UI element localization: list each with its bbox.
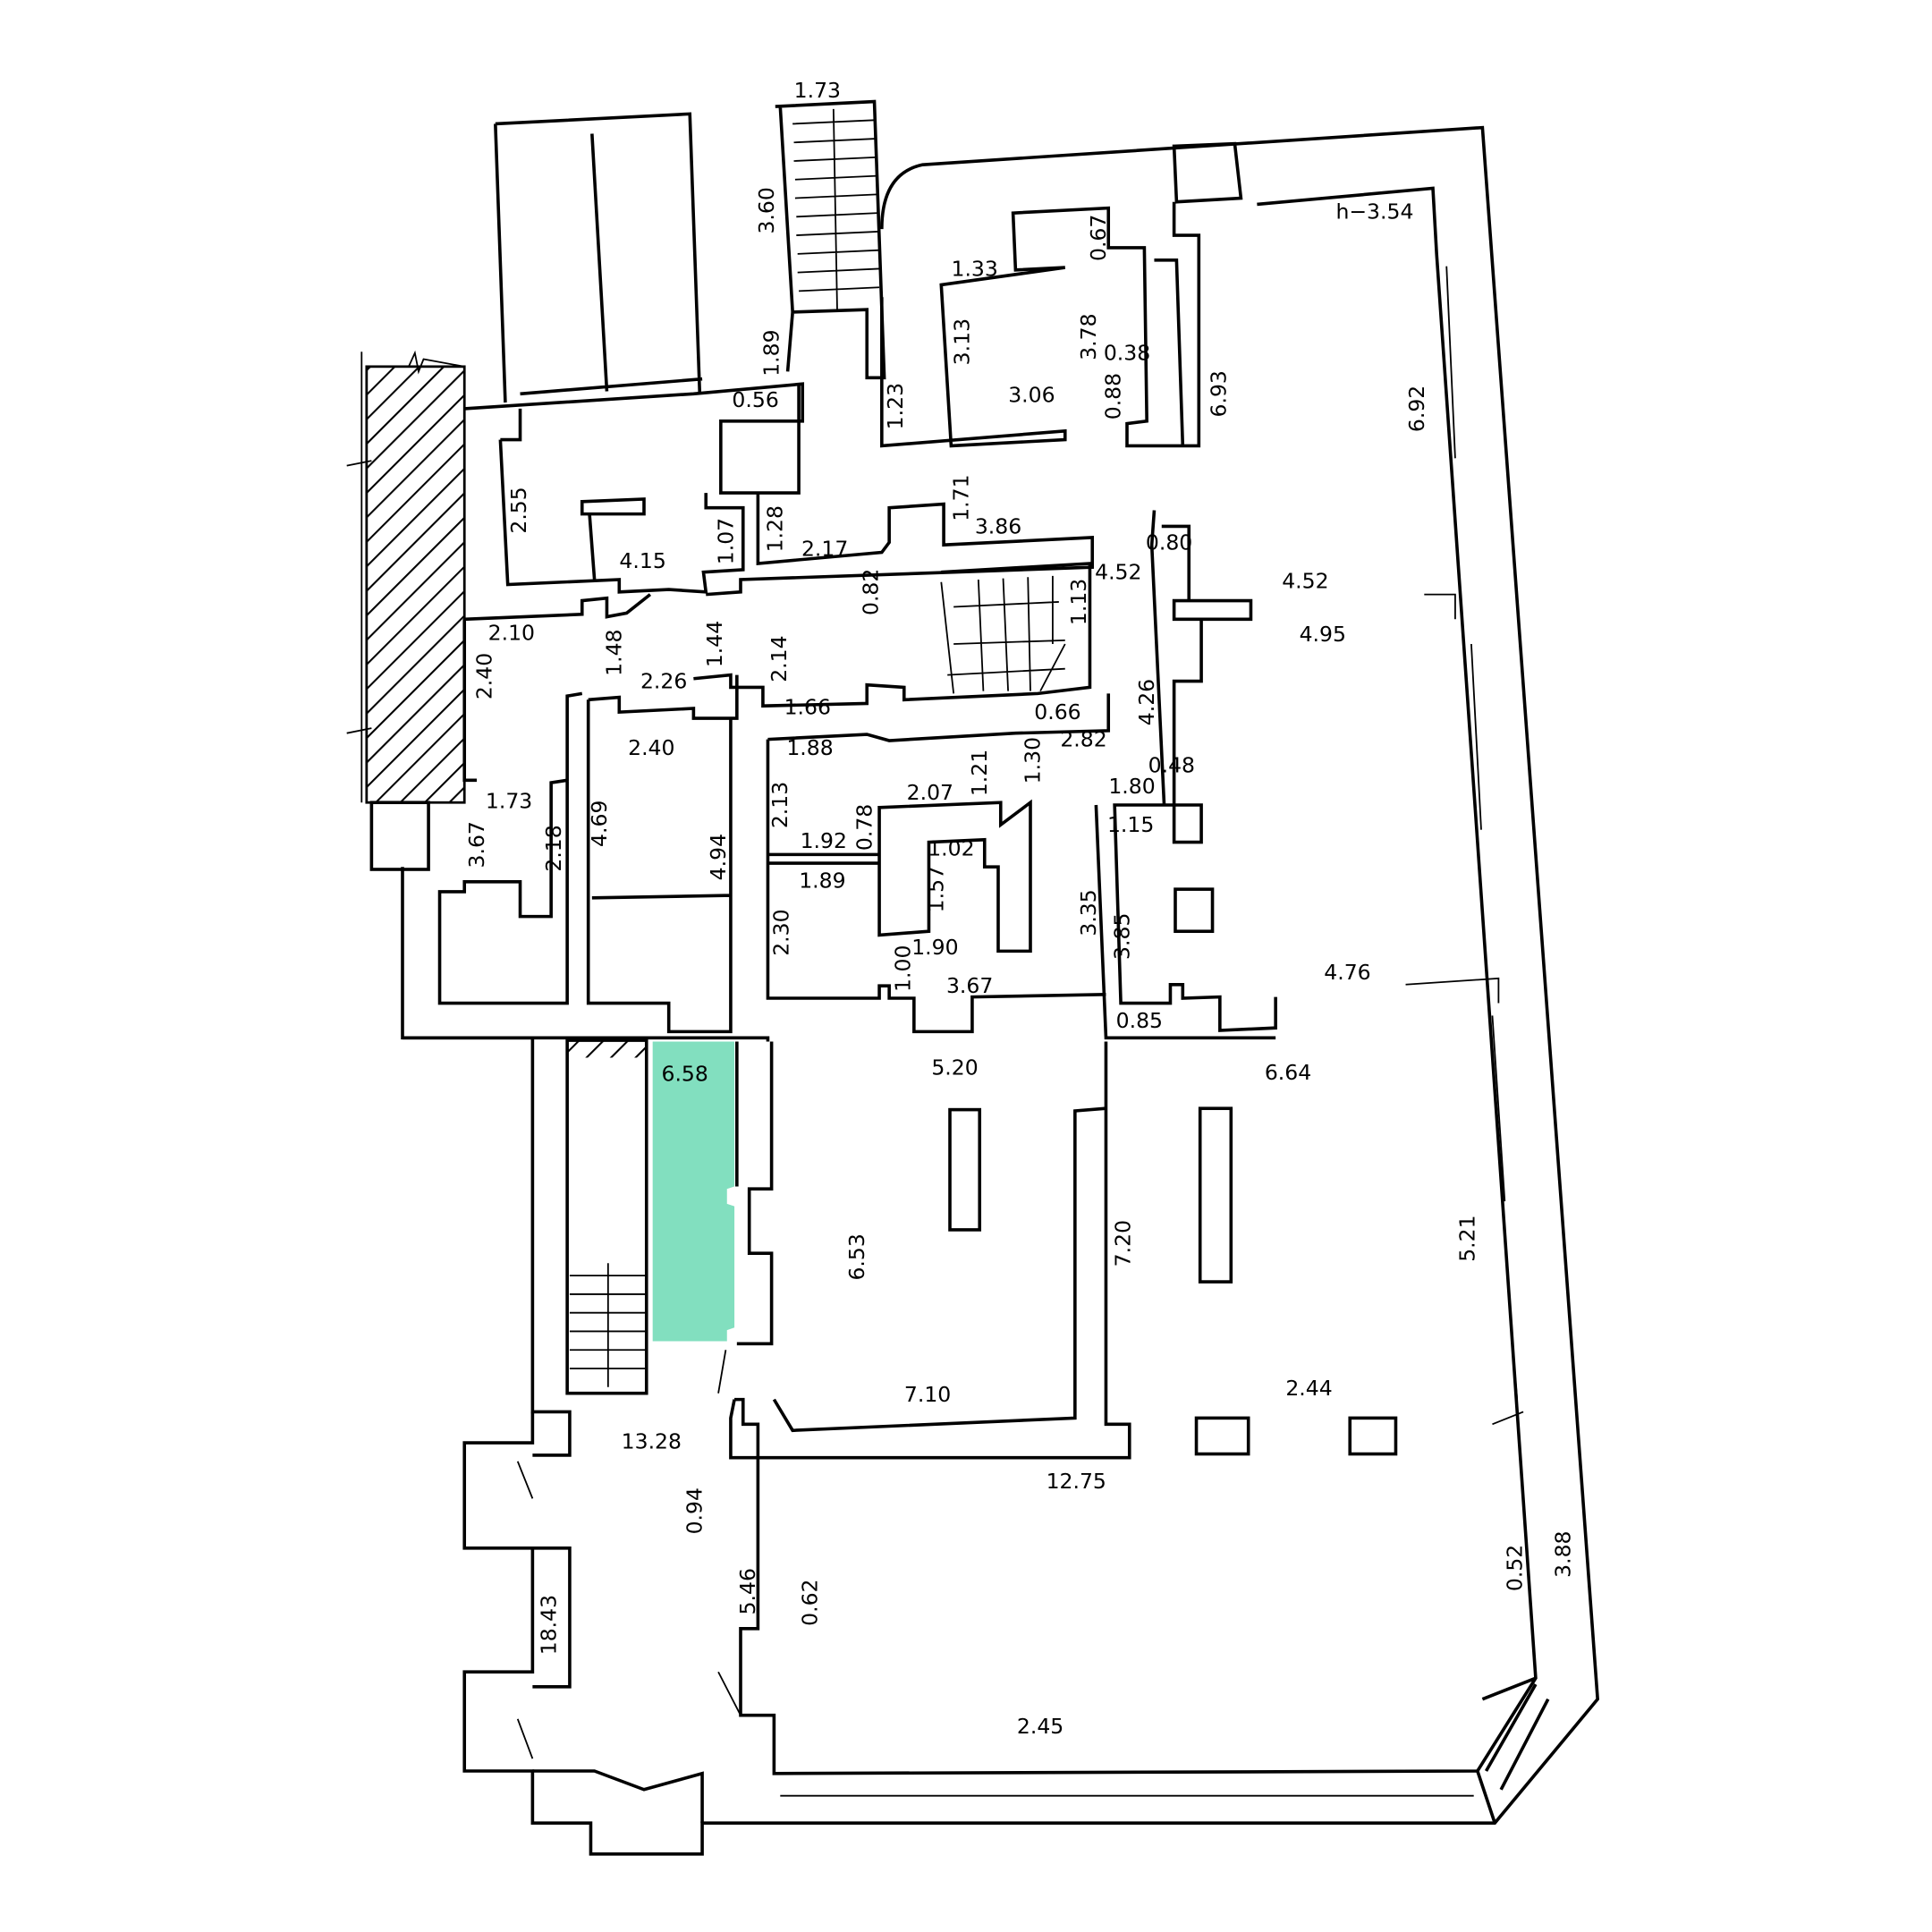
dim-label: 4.52 <box>1282 568 1328 593</box>
dim-label: 1.88 <box>786 735 833 760</box>
dim-label: 1.73 <box>486 789 532 814</box>
dim-label: 5.20 <box>931 1055 978 1080</box>
dim-label: 0.38 <box>1104 340 1150 365</box>
dimension-labels: 1.73 3.60 1.89 0.56 1.23 1.33 0.67 3.13 … <box>464 78 1575 1739</box>
dim-label: 2.44 <box>1285 1376 1332 1401</box>
dim-label: 1.71 <box>948 474 973 521</box>
dim-label: 3.60 <box>754 187 779 233</box>
dim-label: 2.17 <box>801 536 848 561</box>
dim-label: 6.93 <box>1206 370 1231 417</box>
dim-label: 1.48 <box>602 630 627 676</box>
dim-label: 1.21 <box>967 750 992 796</box>
dim-label: 1.89 <box>759 329 784 376</box>
dim-label: 2.26 <box>640 668 687 693</box>
dim-label: 0.67 <box>1086 215 1111 261</box>
dim-label: 1.02 <box>928 835 974 860</box>
dim-label: 1.80 <box>1108 774 1155 799</box>
dim-label: 0.94 <box>682 1487 708 1534</box>
dim-label: 3.35 <box>1076 889 1101 936</box>
dim-label: 6.53 <box>844 1233 869 1280</box>
dim-label: 1.30 <box>1021 737 1046 784</box>
dim-label: 4.52 <box>1095 560 1141 585</box>
dim-label: 4.76 <box>1324 960 1370 985</box>
dim-label: 0.80 <box>1146 530 1192 555</box>
dim-label: 2.13 <box>767 782 792 828</box>
dim-label: 5.21 <box>1455 1215 1480 1261</box>
dim-label: 0.85 <box>1116 1008 1163 1033</box>
dim-label: 4.69 <box>587 801 612 847</box>
dim-label: 1.33 <box>952 256 998 281</box>
dim-label: 12.75 <box>1046 1469 1106 1494</box>
dim-label: 5.46 <box>735 1568 760 1614</box>
dim-label: 0.56 <box>732 387 778 412</box>
dim-label: 4.95 <box>1300 622 1346 647</box>
dim-label: 4.26 <box>1134 679 1159 725</box>
dim-label: 3.86 <box>975 513 1021 538</box>
dim-label: 1.57 <box>924 866 949 912</box>
dim-label: 3.67 <box>946 973 993 998</box>
dim-label: 3.85 <box>1109 913 1134 960</box>
dim-label: 1.28 <box>763 505 788 552</box>
highlighted-room[interactable] <box>652 1041 735 1342</box>
dim-label: 2.07 <box>907 780 953 805</box>
dim-label: 2.40 <box>628 735 674 760</box>
highlighted-room-label: 6.58 <box>662 1061 708 1086</box>
dim-label: 0.78 <box>852 804 877 851</box>
dim-label: 2.10 <box>488 620 535 645</box>
dim-label: 1.23 <box>883 383 908 429</box>
dim-label: 2.14 <box>767 635 792 682</box>
dim-label: 7.10 <box>904 1382 951 1407</box>
dim-label: 13.28 <box>622 1429 682 1454</box>
dim-label: 0.62 <box>797 1580 822 1626</box>
dim-label: 1.90 <box>911 935 958 960</box>
dim-label: 0.82 <box>858 569 883 615</box>
dim-label: 1.13 <box>1066 579 1091 625</box>
dim-label: 2.18 <box>541 825 566 871</box>
dim-label: 4.94 <box>706 834 731 880</box>
hatched-wall <box>346 350 647 1058</box>
dim-label: 0.52 <box>1502 1545 1527 1591</box>
dim-label: 4.15 <box>619 548 665 573</box>
dim-label: 18.43 <box>536 1595 561 1655</box>
dim-label: 1.44 <box>702 621 727 667</box>
dim-label: 3.13 <box>950 318 975 365</box>
dim-label: 2.82 <box>1060 727 1106 752</box>
dim-label: 3.06 <box>1008 383 1055 408</box>
dim-label: 3.67 <box>464 821 489 868</box>
interior-walls <box>402 99 1524 1759</box>
dim-label: 0.48 <box>1148 753 1195 778</box>
dim-label: 3.78 <box>1076 313 1101 360</box>
dim-label: 1.00 <box>890 945 915 992</box>
dim-label: 6.92 <box>1404 386 1429 432</box>
dim-label: 6.64 <box>1265 1060 1311 1085</box>
dim-label: h−3.54 <box>1335 199 1413 225</box>
dim-label: 0.88 <box>1101 373 1126 419</box>
dim-label: 2.40 <box>471 653 496 699</box>
dim-label: 1.92 <box>801 828 847 853</box>
dim-label: 1.89 <box>799 868 845 893</box>
dim-label: 2.30 <box>769 909 794 955</box>
dim-label: 2.45 <box>1017 1714 1063 1739</box>
dim-label: 1.66 <box>784 695 831 720</box>
dim-label: 2.55 <box>506 487 531 533</box>
dim-label: 0.66 <box>1034 699 1080 724</box>
dim-label: 7.20 <box>1111 1220 1136 1267</box>
dim-label: 3.88 <box>1550 1531 1575 1578</box>
dim-label: 1.15 <box>1107 812 1154 837</box>
dim-label: 1.07 <box>713 518 738 564</box>
dim-label: 1.73 <box>794 78 841 103</box>
